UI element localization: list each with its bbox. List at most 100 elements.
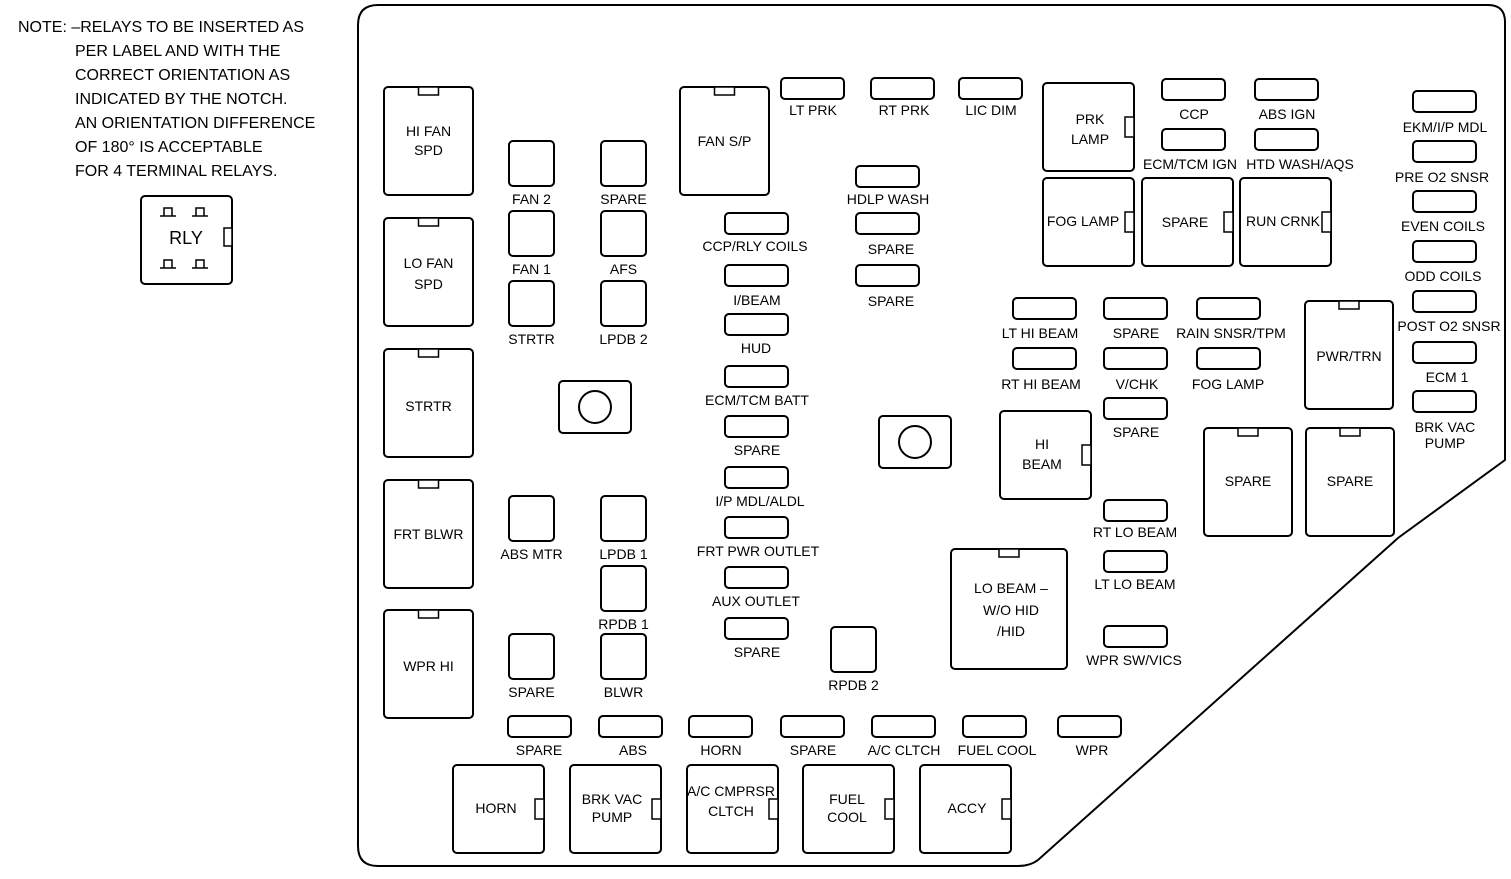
- fuse-abs-mtr: ABS MTR: [500, 495, 563, 562]
- relay-label: HI: [1035, 436, 1049, 452]
- fuse-ccp: CCP: [1161, 78, 1226, 122]
- fuse-label: RT LO BEAM: [1093, 524, 1177, 540]
- fuse-i-beam: I/BEAM: [724, 264, 789, 308]
- fuse-label: RPDB 1: [598, 616, 649, 632]
- relay-label: A/C CMPRSR: [687, 783, 775, 799]
- fuse-strtr-fuse: STRTR: [508, 280, 555, 347]
- fuse-label: ABS MTR: [500, 546, 562, 562]
- fuse-even-coils: EVEN COILS: [1401, 190, 1485, 234]
- relay-spare-relay-top: SPARE: [1141, 177, 1234, 267]
- fuse-rpdb-2: RPDB 2: [828, 626, 879, 693]
- fuse-fog-lamp-fuse: FOG LAMP: [1192, 347, 1264, 392]
- fuse-spare-m-1: SPARE: [855, 212, 920, 257]
- relay-strtr-relay: STRTR: [383, 348, 474, 458]
- relay-accy: ACCY: [919, 764, 1012, 854]
- relay-label: FOG LAMP: [1047, 213, 1119, 229]
- fuse-label: SPARE: [868, 241, 914, 257]
- fuse-label: CCP/RLY COILS: [702, 238, 807, 254]
- fuse-label: BLWR: [604, 684, 643, 700]
- fuse-label: EKM/I/P MDL: [1403, 119, 1488, 135]
- fuse-label: LT LO BEAM: [1094, 576, 1175, 592]
- relay-label: STRTR: [405, 398, 451, 414]
- relay-horn-relay: HORN: [452, 764, 545, 854]
- relay-lo-fan-spd: LO FAN SPD: [383, 217, 474, 327]
- fuse-wpr-sw-vics: WPR SW/VICS: [1086, 625, 1182, 668]
- fuse-spare-sq-2: SPARE: [508, 633, 555, 700]
- note-line: INDICATED BY THE NOTCH.: [75, 91, 288, 108]
- fuse-label: ECM 1: [1426, 369, 1469, 385]
- relay-lo-beam: LO BEAM –W/O HID/HID: [950, 548, 1068, 670]
- fuse-label: STRTR: [508, 331, 554, 347]
- fuse-label: ABS: [619, 742, 647, 758]
- fuse-ecm-1: ECM 1: [1412, 341, 1477, 385]
- fuse-label: HDLP WASH: [847, 191, 929, 207]
- relay-label: SPARE: [1162, 214, 1208, 230]
- fuse-label: CCP: [1179, 106, 1209, 122]
- relay-label: WPR HI: [403, 658, 454, 674]
- fuse-label: HUD: [741, 340, 771, 356]
- fuse-lpdb-1: LPDB 1: [599, 495, 648, 562]
- fuse-label: FAN 1: [512, 261, 551, 277]
- relay-label: HORN: [475, 800, 516, 816]
- fuse-label-line-2: PUMP: [1425, 435, 1465, 451]
- fuse-spare-m-2: SPARE: [855, 264, 920, 309]
- fuse-label: I/BEAM: [733, 292, 780, 308]
- fuse-label: POST O2 SNSR: [1397, 318, 1500, 334]
- fuse-label: SPARE: [1113, 424, 1159, 440]
- fuse-lt-prk: LT PRK: [780, 77, 845, 118]
- relay-label: FAN S/P: [698, 133, 752, 149]
- fuse-label: EVEN COILS: [1401, 218, 1485, 234]
- relay-label: LO FAN: [404, 255, 454, 271]
- fuse-label: SPARE: [734, 644, 780, 660]
- fuse-label: ODD COILS: [1404, 268, 1481, 284]
- fuse-label: LPDB 2: [599, 331, 647, 347]
- fuse-abs: ABS: [598, 715, 663, 758]
- fuse-fuel-cool-fuse: FUEL COOL: [958, 715, 1037, 758]
- fuse-label: HORN: [700, 742, 741, 758]
- relay-label: COOL: [827, 809, 867, 825]
- fuse-label: LPDB 1: [599, 546, 647, 562]
- fuse-ac-cltch: A/C CLTCH: [868, 715, 940, 758]
- note-line: AN ORIENTATION DIFFERENCE: [75, 115, 316, 132]
- relay-spare-relay-r2: SPARE: [1305, 427, 1395, 537]
- fuse-label: ECM/TCM BATT: [705, 392, 809, 408]
- relay-label: HI FAN: [406, 123, 451, 139]
- fuse-label: RT PRK: [879, 102, 930, 118]
- fuse-rpdb-1: RPDB 1: [598, 565, 649, 632]
- fuse-label: BRK VAC: [1415, 419, 1475, 435]
- fuse-blwr: BLWR: [600, 633, 647, 700]
- fuse-label: SPARE: [1113, 325, 1159, 341]
- relay-wpr-hi: WPR HI: [383, 609, 474, 719]
- relay-spare-relay-r1: SPARE: [1203, 427, 1293, 537]
- relay-label: W/O HID: [983, 602, 1039, 618]
- relay-label: SPD: [414, 276, 443, 292]
- fuse-rt-prk: RT PRK: [870, 77, 935, 118]
- relay-label: RUN CRNK: [1246, 213, 1321, 229]
- fuse-spare-m-6: SPARE: [1103, 397, 1168, 440]
- fuse-ecm-tcm-batt: ECM/TCM BATT: [705, 365, 809, 408]
- fuse-fan-2: FAN 2: [508, 140, 555, 207]
- relay-label: ACCY: [948, 800, 988, 816]
- fuse-odd-coils: ODD COILS: [1404, 240, 1482, 284]
- relay-label: LO BEAM –: [974, 580, 1048, 596]
- fuse-ecm-tcm-ign: ECM/TCM IGN: [1143, 128, 1237, 172]
- fuse-label: FOG LAMP: [1192, 376, 1264, 392]
- fuse-label: SPARE: [790, 742, 836, 758]
- relay-run-crnk: RUN CRNK: [1239, 177, 1332, 267]
- fuse-ccp-rly-coils: CCP/RLY COILS: [702, 212, 808, 254]
- fuse-ip-mdl-aldl: I/P MDL/ALDL: [715, 466, 805, 509]
- fuse-label: PRE O2 SNSR: [1395, 169, 1489, 185]
- fuse-label: SPARE: [516, 742, 562, 758]
- fuse-lpdb-2: LPDB 2: [599, 280, 648, 347]
- fuse-label: FRT PWR OUTLET: [697, 543, 820, 559]
- fuse-label: FAN 2: [512, 191, 551, 207]
- fuse-label: LT HI BEAM: [1002, 325, 1079, 341]
- relay-label: FRT BLWR: [393, 526, 463, 542]
- fuse-label: FUEL COOL: [958, 742, 1037, 758]
- note-line: PER LABEL AND WITH THE: [75, 43, 281, 60]
- fuse-rt-lo-beam: RT LO BEAM: [1093, 499, 1177, 540]
